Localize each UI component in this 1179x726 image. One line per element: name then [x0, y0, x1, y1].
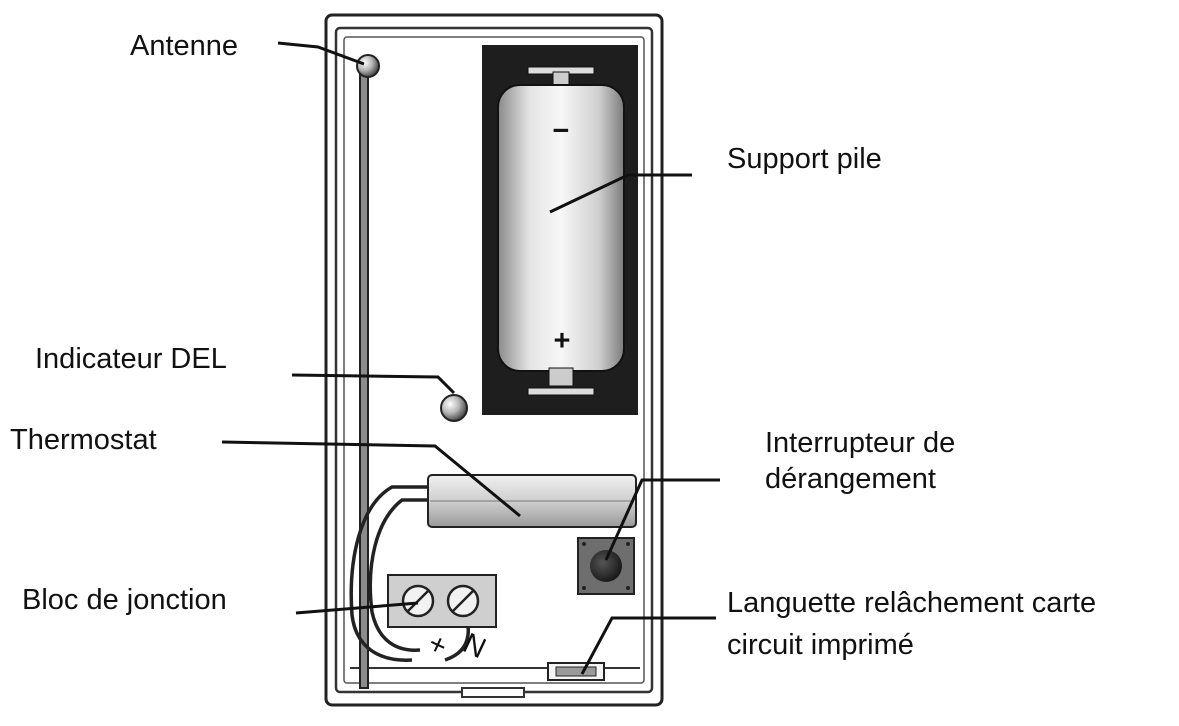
leader-battery — [549, 173, 692, 214]
battery-terminal-bottom-bar — [527, 387, 595, 396]
leader-thermostat — [221, 440, 521, 518]
leader-terminal — [295, 601, 419, 615]
tamper-switch-corner-bl — [582, 586, 586, 590]
terminal-screw-right-slot — [452, 590, 474, 612]
bottom-notch — [461, 687, 525, 698]
antenna-tip — [356, 54, 380, 78]
housing-inner-rim-2 — [343, 36, 645, 684]
pcb-release-tab-slot — [555, 666, 597, 677]
thermostat — [427, 474, 637, 528]
label-thermostat: Thermostat — [10, 424, 157, 456]
label-release-tab-line1: Languette relâchement carte — [727, 587, 1096, 619]
leader-tamper — [604, 478, 720, 561]
tamper-switch — [577, 537, 635, 595]
pcb-release-tab — [547, 662, 605, 681]
led-indicator — [440, 394, 468, 422]
tamper-switch-corner-tl — [582, 542, 586, 546]
label-terminal-block: Bloc de jonction — [22, 584, 227, 616]
battery-terminal-bottom-post — [548, 367, 574, 387]
wires — [349, 485, 470, 662]
battery-holder: − + — [482, 45, 638, 415]
battery-plus-sign: + — [554, 325, 571, 357]
label-release-tab-line2: circuit imprimé — [727, 629, 914, 661]
wire-to-terminal-n — [444, 625, 470, 662]
leader-led — [291, 373, 456, 395]
label-led: Indicateur DEL — [35, 343, 227, 375]
tamper-switch-corner-br — [626, 586, 630, 590]
wire-inner — [368, 498, 430, 652]
leader-release-tab — [580, 616, 716, 675]
battery-minus-sign: − — [553, 115, 570, 147]
leader-antenna — [277, 41, 365, 66]
tamper-switch-corner-tr — [626, 542, 630, 546]
label-tamper-line1: Interrupteur de — [765, 427, 955, 459]
labels: Antenne Support pile Indicateur DEL Ther… — [10, 30, 1096, 661]
wire-outer — [349, 485, 430, 662]
leader-lines — [221, 41, 720, 675]
label-battery-holder: Support pile — [727, 143, 882, 175]
terminal-screw-left-slot — [407, 590, 429, 612]
label-tamper-line2: dérangement — [765, 463, 936, 495]
label-antenna: Antenne — [130, 30, 238, 62]
tamper-switch-button — [590, 550, 622, 582]
